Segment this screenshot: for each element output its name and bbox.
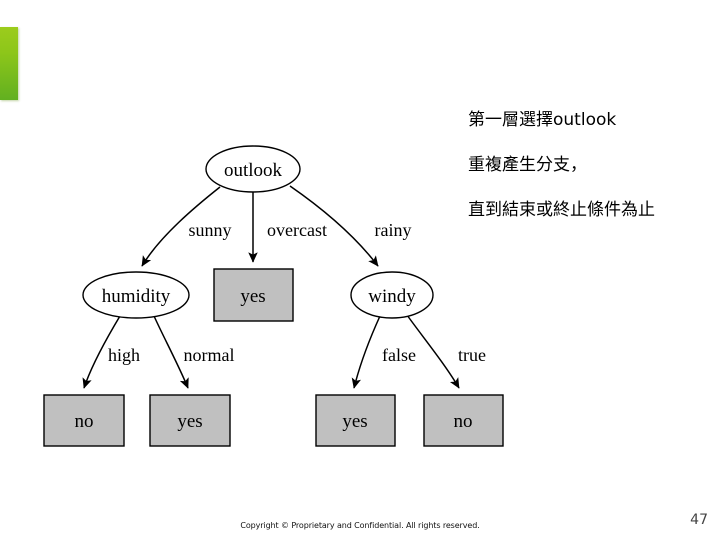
node-windy[interactable]: windy xyxy=(350,271,434,319)
node-leaf-yes-normal-box xyxy=(149,394,231,447)
node-outlook-ellipse xyxy=(205,145,301,193)
node-windy-label: windy xyxy=(368,286,416,307)
edge-label-false: false xyxy=(382,345,416,365)
node-leaf-yes-overcast-label: yes xyxy=(240,286,265,307)
node-leaf-yes-overcast[interactable]: yes xyxy=(213,268,294,322)
node-leaf-yes-normal[interactable]: yes xyxy=(149,394,231,447)
node-leaf-no-high-box xyxy=(43,394,125,447)
annotation-text-block: 第一層選擇outlook 重複產生分支， 直到結束或終止條件為止 xyxy=(468,112,716,219)
edge-windy-true-no xyxy=(406,314,460,389)
tree-nodes: outlook humidity yes windy no xyxy=(43,145,504,447)
node-humidity-label: humidity xyxy=(102,286,171,307)
edge-outlook-rainy-windy xyxy=(289,185,379,267)
edge-label-high: high xyxy=(108,345,140,365)
node-windy-ellipse xyxy=(350,271,434,319)
tree-edge-labels: sunny overcast rainy high normal false t… xyxy=(108,220,486,365)
node-outlook[interactable]: outlook xyxy=(205,145,301,193)
footer-copyright: Copyright © Proprietary and Confidential… xyxy=(240,521,480,530)
decision-tree-svg: sunny overcast rainy high normal false t… xyxy=(43,145,504,447)
decision-tree-figure: sunny overcast rainy high normal false t… xyxy=(0,110,540,470)
node-outlook-label: outlook xyxy=(224,160,283,181)
edge-label-overcast: overcast xyxy=(267,220,327,240)
green-accent-bar xyxy=(0,27,18,100)
annotation-line-1: 第一層選擇outlook xyxy=(468,110,617,130)
node-leaf-yes-overcast-box xyxy=(213,268,294,322)
edge-label-normal: normal xyxy=(184,345,235,365)
node-leaf-yes-false-label: yes xyxy=(342,411,367,432)
edge-humidity-high-no xyxy=(82,315,121,389)
node-humidity[interactable]: humidity xyxy=(82,271,190,319)
tree-edges xyxy=(82,185,460,389)
edge-label-rainy: rainy xyxy=(375,220,412,240)
node-leaf-no-high[interactable]: no xyxy=(43,394,125,447)
node-leaf-no-true-box xyxy=(423,394,504,447)
node-leaf-yes-false[interactable]: yes xyxy=(315,394,396,447)
page-number: 47 xyxy=(690,512,708,528)
edge-label-sunny: sunny xyxy=(188,220,231,240)
node-leaf-no-true[interactable]: no xyxy=(423,394,504,447)
edge-humidity-normal-yes xyxy=(153,315,189,389)
node-humidity-ellipse xyxy=(82,271,190,319)
node-leaf-no-high-label: no xyxy=(75,411,94,432)
node-leaf-yes-false-box xyxy=(315,394,396,447)
edge-outlook-sunny-humidity xyxy=(141,186,221,267)
edge-label-true: true xyxy=(458,345,486,365)
edge-windy-false-yes xyxy=(351,315,381,389)
annotation-line-2: 重複產生分支， xyxy=(468,155,587,175)
node-leaf-no-true-label: no xyxy=(454,411,473,432)
annotation-line-3: 直到結束或終止條件為止 xyxy=(468,200,655,220)
node-leaf-yes-normal-label: yes xyxy=(177,411,202,432)
